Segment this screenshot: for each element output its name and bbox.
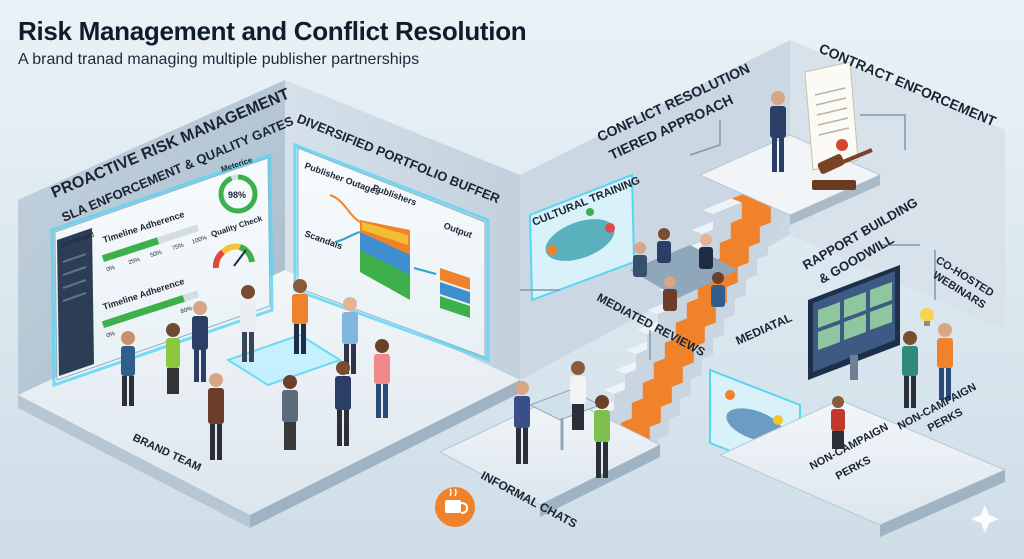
quality-gauge-needle [233,249,247,267]
person [663,276,677,311]
person [208,373,224,460]
person [342,297,358,374]
timeline-tick-25: 25% [128,257,142,267]
conflict-room: CONFLICT RESOLUTION TIERED APPROACH CONT… [435,40,1007,537]
output-arrow [413,267,437,275]
person [192,301,208,382]
video-call-monitor [808,265,900,380]
timeline-tick-100: 100% [191,235,208,246]
person [570,361,586,430]
outage-arrow [329,194,361,223]
left-room-floor-side [250,380,520,528]
metric-value: 98% [228,190,246,200]
timeline-bar-1: 0% 25% 50% 75% 100% [101,224,209,274]
quality-gauge-red [212,249,226,269]
hologram-table [225,333,343,387]
metric-ring-fill [218,174,258,214]
timeline-bar-2: 0% 80% [101,290,200,340]
person [937,323,953,400]
contract-document [804,61,859,171]
dashboard-sidebar [57,228,94,376]
output-bar-green [440,296,470,318]
timeline-bar-1-fill [101,237,160,262]
timeline-tick-50: 50% [150,250,164,260]
person [374,339,390,418]
timeline2-tick-0: 0% [106,331,117,340]
person [633,242,647,277]
left-room: Dashboard Timeline Adherence 0% 25% 50% … [18,80,520,528]
coffee-cup-icon [435,487,475,527]
connector-lines [520,114,936,360]
stream-yellow [362,222,408,245]
monitor-stand [850,355,858,380]
person [594,395,610,478]
person [831,396,845,449]
left-room-floor-front [18,395,250,528]
quality-gauge-green [238,244,255,263]
informal-chat-floor-side [540,445,660,517]
map-pin-icon [586,208,594,216]
timeline-tick-75: 75% [171,242,185,252]
label-mediatal: MEDIATAL [734,310,795,347]
person [335,361,351,446]
conflict-back-wall [520,40,790,380]
stream-green [360,250,410,300]
map-pin-icon [773,415,783,425]
timeline2-tick-80: 80% [180,306,194,316]
scandal-arrow [334,231,361,243]
mediated-meeting [630,228,738,311]
timeline-tick-0: 0% [106,265,117,274]
brand-team-people [121,279,390,460]
rapport-floor-side [880,470,1005,537]
left-room-floor [18,270,520,515]
dashboard-sidebar-lines [62,253,87,302]
person [699,234,713,269]
sparkle-icon [971,505,999,533]
page-subtitle: A brand tranad managing multiple publish… [18,51,420,68]
quality-gauge-yellow [220,243,241,255]
person [282,375,298,450]
person [770,91,786,172]
output-bar-blue [440,282,470,304]
map-pin-icon [605,223,615,233]
contract-lines [814,87,850,136]
header: Risk Management and Conflict Resolution … [18,16,527,69]
person [292,279,308,354]
person [121,331,135,406]
contract-paper [804,61,859,171]
map-pin-icon [547,245,557,255]
video-tiles [818,282,892,350]
world-map-shape [545,219,615,261]
gavel-icon [812,148,873,190]
stream-blue [360,232,410,280]
timeline-bar-2-fill [101,295,185,329]
map-pin-icon [725,390,735,400]
person [657,228,671,263]
person [902,331,918,408]
dashboard-glow [50,152,274,388]
portfolio-glow [293,142,490,363]
person [711,272,725,307]
sla-dashboard-panel: Dashboard Timeline Adherence 0% 25% 50% … [50,152,274,388]
person [240,285,256,362]
cultural-training-panel [528,173,636,302]
output-bar-orange [440,268,470,290]
page-title: Risk Management and Conflict Resolution [18,16,527,46]
lightbulb-icon [920,308,934,326]
contract-platform-side [790,175,880,225]
person [166,323,180,394]
contract-seal-icon [836,139,848,151]
person [514,381,530,464]
